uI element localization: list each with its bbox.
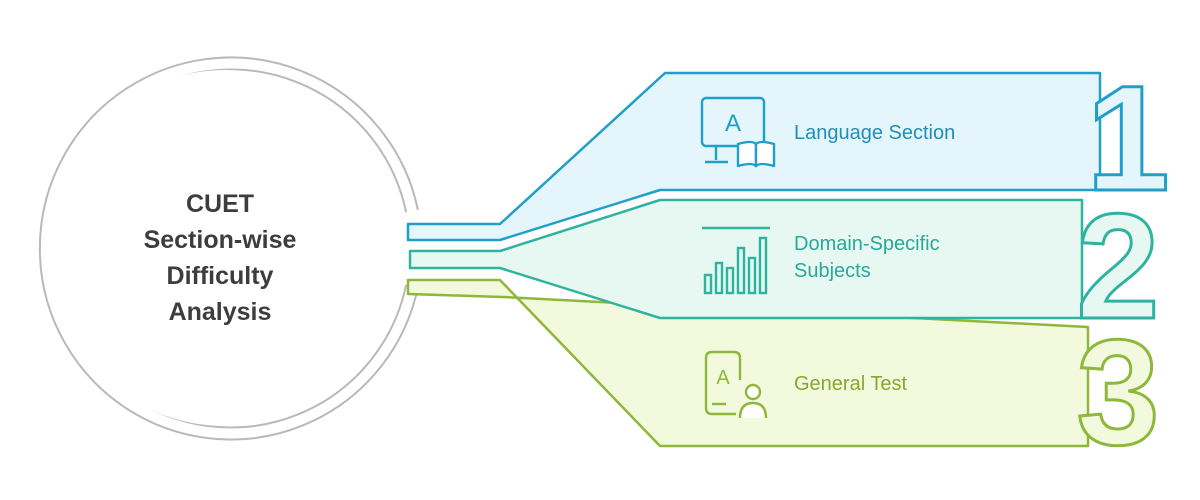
hub-title: CUET Section-wise Difficulty Analysis (120, 186, 320, 330)
tablet-user-icon: A (704, 350, 768, 419)
label-line: Domain-Specific (794, 233, 940, 255)
label-line: Language Section (794, 122, 956, 144)
number-3: 3 (1076, 308, 1159, 476)
screen-book-icon: A (700, 96, 776, 168)
number-2: 2 (1076, 182, 1159, 350)
label-line: Subjects (794, 260, 871, 282)
hub-title-line: CUET (185, 190, 255, 218)
label-line: General Test (794, 373, 908, 395)
svg-text:A: A (716, 367, 730, 389)
bar-chart-icon (702, 226, 770, 295)
band-domain-specific (408, 198, 1084, 320)
label-general-test: General Test (794, 371, 907, 398)
hub-circle (47, 70, 403, 426)
hub-title-line: Difficulty (166, 262, 274, 290)
hub-title-line: Section-wise (143, 226, 297, 254)
label-domain-specific: Domain-Specific Subjects (794, 231, 940, 285)
hub-title-line: Analysis (168, 298, 272, 326)
number-1: 1 (1086, 54, 1169, 222)
label-language-section: Language Section (794, 120, 955, 147)
svg-text:A: A (725, 110, 741, 137)
